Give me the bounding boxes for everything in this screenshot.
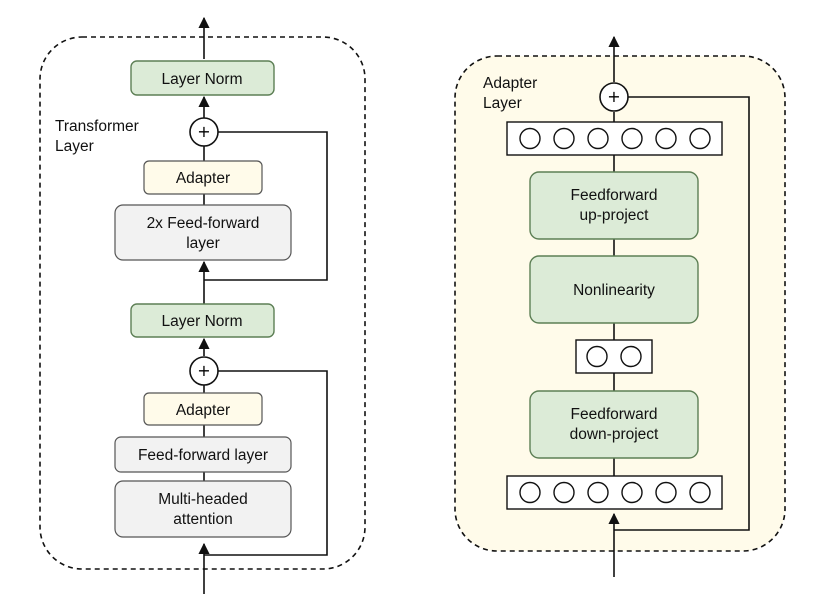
adapter-down-project-box — [529, 390, 699, 459]
neuron-unit — [519, 481, 541, 504]
neuron-unit — [586, 345, 608, 368]
transformer-ffn-2x-box — [114, 204, 292, 261]
transformer-top-add-node — [189, 117, 219, 147]
adapter-layer-title-line2: Layer — [483, 95, 522, 112]
adapter-output-vector — [506, 121, 723, 156]
neuron-unit — [587, 127, 609, 150]
adapter-bottleneck-vector — [575, 339, 653, 374]
neuron-unit — [655, 481, 677, 504]
transformer-top-plus-label: + — [197, 122, 210, 141]
neuron-unit — [689, 127, 711, 150]
neuron-unit — [689, 481, 711, 504]
transformer-top-adapter-label: Adapter — [176, 170, 230, 187]
neuron-unit — [621, 127, 643, 150]
transformer-top-layer-norm-box — [130, 60, 275, 96]
transformer-feed-forward-box — [114, 436, 292, 473]
transformer-mha-label-line1: Multi-headed — [158, 491, 248, 508]
adapter-layer-panel: Adapter Layer + Feedforward up-pr — [454, 35, 786, 577]
adapter-nonlinearity-box — [529, 255, 699, 324]
transformer-bottom-plus-label: + — [197, 361, 210, 380]
transformer-bottom-adapter-label: Adapter — [176, 402, 230, 419]
adapter-input-vector — [506, 475, 723, 510]
transformer-layer-title-line2: Layer — [55, 138, 94, 155]
adapter-plus-label: + — [607, 87, 620, 106]
transformer-mid-layer-norm-box — [130, 303, 275, 338]
adapter-up-project-box — [529, 171, 699, 240]
neuron-unit — [519, 127, 541, 150]
transformer-mid-layer-norm-label: Layer Norm — [162, 313, 243, 330]
neuron-unit — [553, 481, 575, 504]
neuron-unit — [655, 127, 677, 150]
transformer-ffn-2x-label-line2: layer — [186, 235, 220, 252]
adapter-nonlinearity-label: Nonlinearity — [573, 282, 655, 299]
transformer-feed-forward-label: Feed-forward layer — [138, 447, 268, 464]
transformer-mha-box — [114, 480, 292, 538]
transformer-top-adapter-box — [143, 160, 263, 195]
transformer-mha-label-line2: attention — [173, 511, 232, 528]
transformer-top-layer-norm-label: Layer Norm — [162, 71, 243, 88]
transformer-layer-panel: Transformer Layer Layer Norm + Adapter — [39, 16, 366, 594]
adapter-down-project-label-line1: Feedforward — [570, 406, 657, 423]
transformer-bottom-add-node — [189, 356, 219, 386]
transformer-main-path — [198, 16, 328, 594]
transformer-bottom-adapter-box — [143, 392, 263, 426]
adapter-up-project-label-line2: up-project — [580, 207, 650, 224]
neuron-unit — [587, 481, 609, 504]
adapter-add-node — [599, 82, 629, 112]
neuron-unit — [621, 481, 643, 504]
adapter-down-project-label-line2: down-project — [570, 426, 659, 443]
neuron-unit — [620, 345, 642, 368]
transformer-ffn-2x-label-line1: 2x Feed-forward — [147, 215, 260, 232]
transformer-layer-border — [39, 36, 366, 570]
adapter-up-project-label-line1: Feedforward — [570, 187, 657, 204]
adapter-main-path — [608, 35, 750, 577]
neuron-unit — [553, 127, 575, 150]
transformer-layer-title-line1: Transformer — [55, 118, 139, 135]
adapter-layer-title-line1: Adapter — [483, 75, 537, 92]
